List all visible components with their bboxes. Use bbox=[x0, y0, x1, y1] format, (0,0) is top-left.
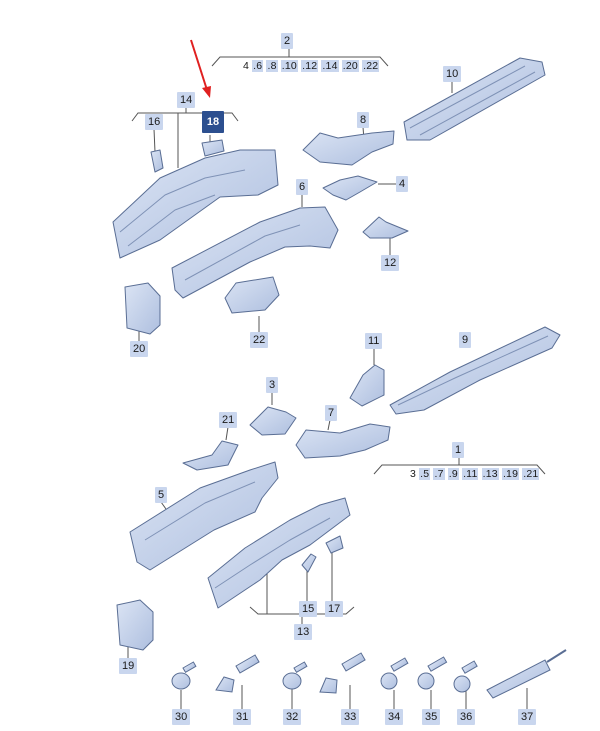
callout-5[interactable]: 5 bbox=[155, 487, 168, 503]
ref-item: .14 bbox=[321, 60, 339, 72]
part-shapes bbox=[112, 57, 561, 651]
callout-7[interactable]: 7 bbox=[325, 405, 338, 421]
callout-16[interactable]: 16 bbox=[145, 114, 164, 130]
callout-37[interactable]: 37 bbox=[518, 709, 537, 725]
ref-item: .20 bbox=[341, 60, 359, 72]
callout-11[interactable]: 11 bbox=[365, 333, 383, 349]
highlight-arrow bbox=[190, 39, 211, 98]
group-2-refs: 4 .6 .8 .10 .12 .14 .20 .22 bbox=[243, 59, 380, 73]
callout-17[interactable]: 17 bbox=[325, 601, 344, 617]
ref-item: .10 bbox=[280, 60, 298, 72]
callout-33[interactable]: 33 bbox=[341, 709, 360, 725]
callout-19[interactable]: 19 bbox=[119, 658, 138, 674]
part-5-member bbox=[129, 461, 279, 571]
part-18-clip bbox=[201, 139, 225, 157]
part-6-rail bbox=[171, 206, 339, 299]
ref-item: 4 bbox=[243, 60, 250, 72]
callout-21[interactable]: 21 bbox=[219, 412, 238, 428]
ref-item: .19 bbox=[501, 468, 520, 480]
part-3-bracket bbox=[249, 406, 297, 436]
group-2-bracket bbox=[211, 48, 389, 67]
ref-item: .6 bbox=[252, 60, 264, 72]
fastener-35 bbox=[417, 656, 448, 690]
callout-20[interactable]: 20 bbox=[130, 341, 149, 357]
callout-36[interactable]: 36 bbox=[457, 709, 476, 725]
part-10-rail bbox=[403, 57, 546, 141]
ref-item: .11 bbox=[462, 468, 479, 480]
fastener-30 bbox=[171, 661, 197, 690]
callout-34[interactable]: 34 bbox=[385, 709, 404, 725]
callout-31[interactable]: 31 bbox=[233, 709, 252, 725]
part-15-clip bbox=[301, 553, 317, 573]
callout-35[interactable]: 35 bbox=[422, 709, 441, 725]
callout-9[interactable]: 9 bbox=[459, 332, 472, 348]
group-14-bracket bbox=[131, 107, 239, 168]
part-13-member bbox=[207, 497, 351, 609]
ref-item: .21 bbox=[522, 468, 540, 480]
callout-14[interactable]: 14 bbox=[177, 92, 196, 108]
callout-13[interactable]: 13 bbox=[294, 624, 313, 640]
fastener-32 bbox=[282, 661, 308, 690]
ref-item: .9 bbox=[447, 468, 459, 480]
callout-3[interactable]: 3 bbox=[266, 377, 279, 393]
callout-6[interactable]: 6 bbox=[296, 179, 309, 195]
ref-item: .5 bbox=[419, 468, 431, 480]
part-9-rail bbox=[389, 326, 561, 415]
ref-item: .7 bbox=[433, 468, 445, 480]
fastener-36 bbox=[453, 660, 478, 693]
callout-15[interactable]: 15 bbox=[299, 601, 318, 617]
part-7-bracket bbox=[295, 423, 391, 459]
part-20-mount bbox=[124, 282, 161, 335]
callout-10[interactable]: 10 bbox=[443, 66, 462, 82]
fastener-31 bbox=[215, 654, 260, 693]
part-22-bracket bbox=[224, 276, 280, 314]
group-1-refs: 3 .5 .7 .9 .11 .13 .19 .21 bbox=[410, 467, 540, 481]
part-14-member bbox=[112, 149, 279, 259]
ref-item: .8 bbox=[266, 60, 278, 72]
part-11-bracket bbox=[349, 364, 385, 407]
part-8-bracket bbox=[302, 130, 395, 166]
fastener-33 bbox=[319, 652, 366, 694]
part-12-bracket bbox=[362, 216, 409, 239]
callout-30[interactable]: 30 bbox=[172, 709, 191, 725]
ref-item: .12 bbox=[301, 60, 319, 72]
part-4-bracket bbox=[322, 175, 378, 201]
callout-32[interactable]: 32 bbox=[283, 709, 302, 725]
fasteners bbox=[171, 649, 567, 699]
part-21-bracket bbox=[182, 440, 239, 471]
tool-37 bbox=[486, 649, 567, 699]
part-19-mount bbox=[116, 599, 154, 651]
fastener-34 bbox=[380, 657, 409, 690]
callout-18-highlighted[interactable]: 18 bbox=[202, 111, 224, 133]
ref-item: 3 bbox=[410, 468, 417, 480]
callout-12[interactable]: 12 bbox=[381, 255, 400, 271]
callout-8[interactable]: 8 bbox=[357, 112, 370, 128]
part-17-clip bbox=[325, 535, 344, 554]
callout-22[interactable]: 22 bbox=[250, 332, 269, 348]
ref-item: .13 bbox=[481, 468, 499, 480]
callout-1[interactable]: 1 bbox=[452, 442, 465, 458]
callout-2[interactable]: 2 bbox=[281, 33, 294, 49]
callout-4[interactable]: 4 bbox=[396, 176, 409, 192]
part-16-clip bbox=[150, 149, 164, 173]
ref-item: .22 bbox=[362, 60, 380, 72]
